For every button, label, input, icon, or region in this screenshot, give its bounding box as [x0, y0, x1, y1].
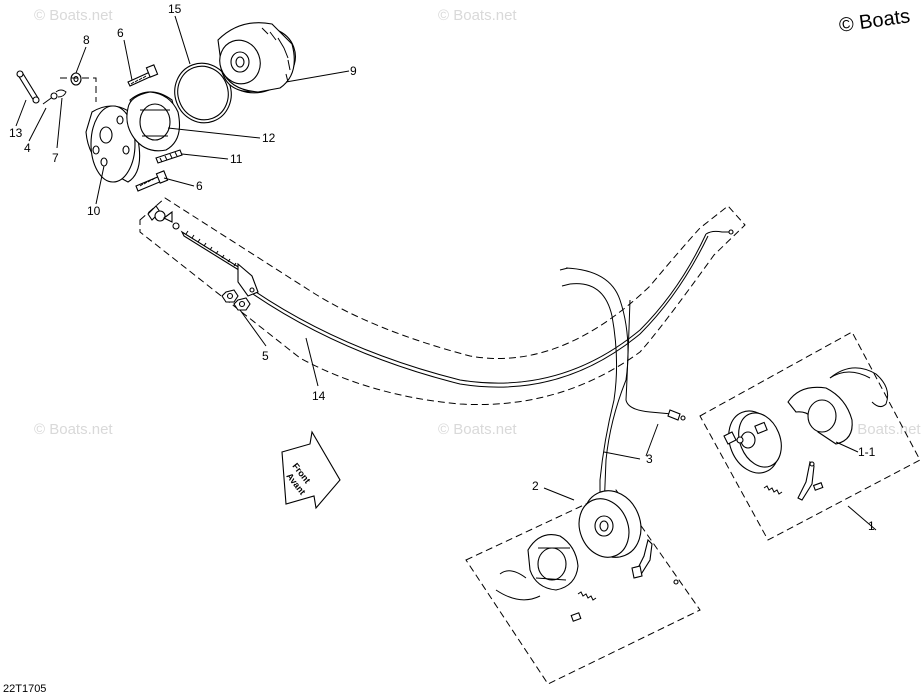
callout-12: 12 [262, 131, 276, 145]
watermark-corner: © Boats [838, 5, 912, 37]
assembly-2-parts [495, 490, 679, 622]
leader-1 [847, 505, 877, 531]
watermark-tiled: © Boats.net [438, 7, 517, 24]
watermark-tiled: © Boats.net [842, 421, 921, 438]
part-11-stud [155, 149, 183, 164]
callout-1: 1 [868, 519, 875, 533]
cable-3-wire-a [565, 267, 629, 511]
cable-14 [249, 233, 707, 384]
part-5-nuts [221, 289, 251, 311]
cable-14-envelope [139, 197, 746, 406]
cable-14-bracket [237, 262, 259, 297]
callout-7: 7 [52, 151, 59, 165]
leader-2 [543, 487, 575, 501]
bracket-dash [60, 77, 97, 102]
callout-6-lower: 6 [196, 179, 203, 193]
front-direction-arrow: Front Avant [281, 430, 341, 510]
callout-11: 11 [230, 152, 243, 166]
callout-5: 5 [262, 349, 269, 363]
assembly-1-box [699, 331, 921, 541]
assembly-2-box [465, 489, 701, 685]
part-6-bolt-lower [135, 170, 169, 192]
callout-13: 13 [9, 126, 23, 140]
callout-10: 10 [87, 204, 101, 218]
part-13-lever [16, 70, 40, 104]
diagram-code: 22T1705 [3, 683, 46, 695]
part-12-brake-shoes [126, 91, 181, 152]
leader-lines-upper [15, 15, 350, 205]
part-4-screw [42, 92, 58, 105]
part-6-bolt-upper [127, 64, 159, 87]
part-7-clip [55, 89, 67, 98]
callout-15: 15 [168, 2, 182, 16]
part-9-drum [217, 22, 296, 94]
assembly-1-parts [723, 367, 889, 501]
part-15-o-ring [174, 62, 232, 124]
callout-3: 3 [646, 452, 653, 466]
callout-9: 9 [350, 64, 357, 78]
leader-1-1 [835, 441, 859, 453]
callout-4: 4 [24, 141, 31, 155]
callout-14: 14 [312, 389, 326, 403]
leader-3 [645, 423, 659, 457]
watermark-tiled: © Boats.net [438, 421, 517, 438]
callout-1-1: 1-1 [858, 445, 876, 459]
callout-2: 2 [532, 479, 539, 493]
leader-14 [305, 337, 319, 387]
part-10-backing-plate [85, 105, 141, 183]
watermark-tiled: © Boats.net [34, 7, 113, 24]
cable-14-end [705, 230, 730, 235]
cable-14-wingnut [147, 205, 173, 223]
cable-3-wire-b [625, 299, 673, 415]
callout-8: 8 [83, 33, 90, 47]
callout-6-upper: 6 [117, 26, 124, 40]
cable-14-threaded-rod [180, 230, 244, 274]
leader-5 [239, 309, 267, 347]
watermark-tiled: © Boats.net [34, 421, 113, 438]
